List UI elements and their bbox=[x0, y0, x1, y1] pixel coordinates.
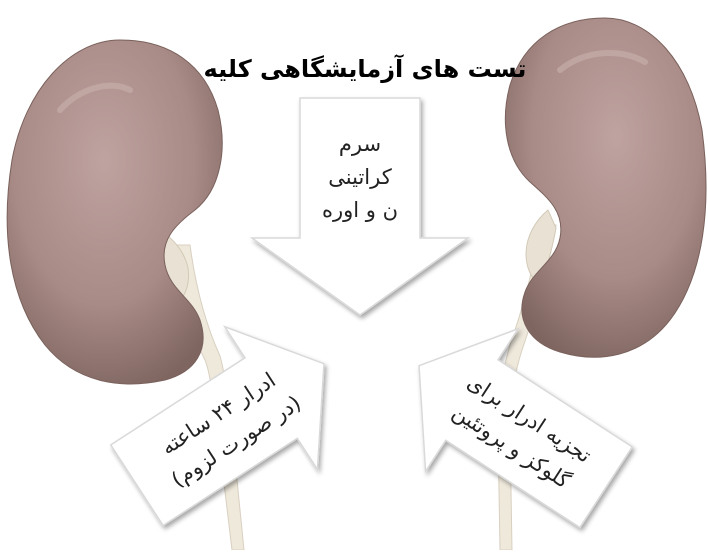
left-kidney-shape bbox=[7, 40, 222, 384]
right-kidney-shape bbox=[505, 18, 706, 357]
arrow-top-line-2: کراتینی bbox=[305, 161, 415, 194]
arrow-top-label: سرم کراتینی ن و اوره bbox=[305, 128, 415, 227]
arrow-top-line-3: ن و اوره bbox=[305, 194, 415, 227]
arrow-top-line-1: سرم bbox=[305, 128, 415, 161]
diagram-title: تست های آزمایشگاهی کلیه bbox=[200, 52, 530, 86]
